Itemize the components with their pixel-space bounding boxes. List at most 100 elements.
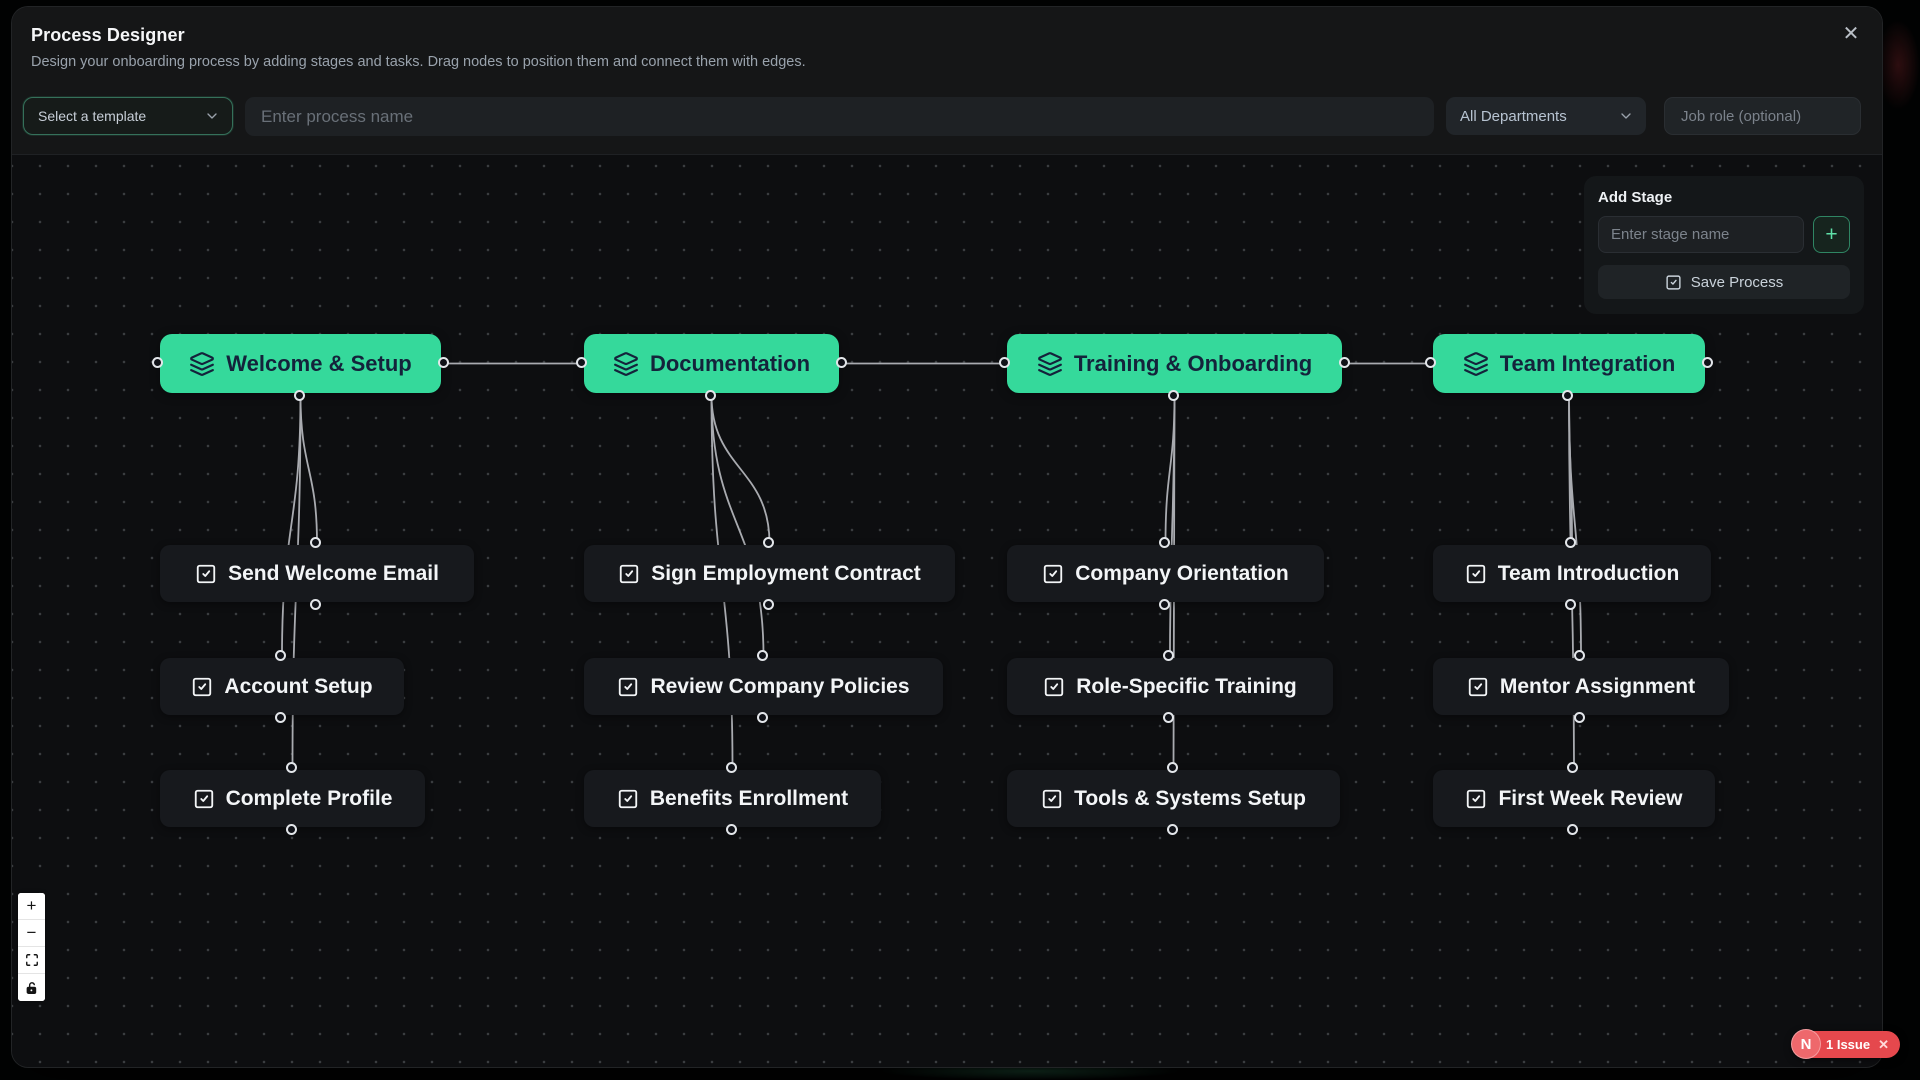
connection-handle[interactable] bbox=[763, 537, 774, 548]
connection-handle[interactable] bbox=[576, 357, 587, 368]
stage-name-input[interactable] bbox=[1598, 216, 1804, 253]
job-role-input[interactable] bbox=[1664, 97, 1861, 135]
flow-canvas[interactable]: Welcome & Setup Documentation Training & O… bbox=[12, 155, 1882, 1067]
connection-handle[interactable] bbox=[286, 824, 297, 835]
connection-handle[interactable] bbox=[1567, 762, 1578, 773]
add-stage-title: Add Stage bbox=[1598, 189, 1850, 206]
connection-handle[interactable] bbox=[1574, 712, 1585, 723]
fit-view-button[interactable] bbox=[18, 947, 45, 974]
add-stage-panel: Add Stage + Save Process bbox=[1584, 176, 1864, 314]
close-icon: ✕ bbox=[1843, 23, 1860, 45]
task-node[interactable]: Tools & Systems Setup bbox=[1007, 770, 1340, 827]
connection-handle[interactable] bbox=[275, 712, 286, 723]
department-select[interactable]: All Departments bbox=[1446, 97, 1646, 135]
connection-handle[interactable] bbox=[1163, 650, 1174, 661]
task-node[interactable]: Benefits Enrollment bbox=[584, 770, 881, 827]
connection-handle[interactable] bbox=[438, 357, 449, 368]
add-stage-button[interactable]: + bbox=[1813, 216, 1850, 253]
stage-node[interactable]: Welcome & Setup bbox=[160, 334, 441, 393]
minus-icon: − bbox=[27, 923, 37, 943]
nextjs-logo-icon: N bbox=[1791, 1029, 1821, 1059]
task-node-label: Benefits Enrollment bbox=[650, 787, 848, 811]
process-name-input[interactable] bbox=[245, 97, 1434, 136]
task-node[interactable]: Sign Employment Contract bbox=[584, 545, 955, 602]
connection-handle[interactable] bbox=[1562, 390, 1573, 401]
connection-handle[interactable] bbox=[275, 650, 286, 661]
check-square-icon bbox=[1665, 274, 1682, 291]
connection-handle[interactable] bbox=[152, 357, 163, 368]
task-node-label: Account Setup bbox=[224, 675, 372, 699]
task-node[interactable]: Send Welcome Email bbox=[160, 545, 474, 602]
task-node[interactable]: Mentor Assignment bbox=[1433, 658, 1729, 715]
connection-handle[interactable] bbox=[726, 824, 737, 835]
stage-node[interactable]: Team Integration bbox=[1433, 334, 1705, 393]
layers-icon bbox=[1037, 351, 1063, 377]
flow-edge bbox=[301, 395, 318, 543]
connection-handle[interactable] bbox=[1339, 357, 1350, 368]
zoom-in-button[interactable]: + bbox=[18, 893, 45, 920]
badge-close-icon[interactable]: ✕ bbox=[1878, 1037, 1889, 1053]
lock-button[interactable] bbox=[18, 974, 45, 1001]
unlock-icon bbox=[25, 981, 39, 995]
connection-handle[interactable] bbox=[726, 762, 737, 773]
connection-handle[interactable] bbox=[1159, 537, 1170, 548]
connection-handle[interactable] bbox=[1159, 599, 1170, 610]
page-subtitle: Design your onboarding process by adding… bbox=[31, 54, 806, 70]
zoom-out-button[interactable]: − bbox=[18, 920, 45, 947]
connection-handle[interactable] bbox=[310, 537, 321, 548]
connection-handle[interactable] bbox=[294, 390, 305, 401]
task-node-label: Mentor Assignment bbox=[1500, 675, 1695, 699]
flow-edge bbox=[712, 395, 770, 543]
task-node[interactable]: Review Company Policies bbox=[584, 658, 943, 715]
check-square-icon bbox=[1041, 788, 1063, 810]
task-node[interactable]: Role-Specific Training bbox=[1007, 658, 1333, 715]
page-title: Process Designer bbox=[31, 25, 185, 46]
plus-icon: + bbox=[27, 896, 37, 916]
connection-handle[interactable] bbox=[1567, 824, 1578, 835]
task-node-label: Role-Specific Training bbox=[1076, 675, 1297, 699]
stage-node[interactable]: Documentation bbox=[584, 334, 839, 393]
connection-handle[interactable] bbox=[757, 712, 768, 723]
task-node[interactable]: Company Orientation bbox=[1007, 545, 1324, 602]
save-process-label: Save Process bbox=[1691, 274, 1784, 291]
task-node-label: Review Company Policies bbox=[650, 675, 909, 699]
dev-issues-label: 1 Issue bbox=[1826, 1037, 1870, 1052]
connection-handle[interactable] bbox=[705, 390, 716, 401]
connection-handle[interactable] bbox=[757, 650, 768, 661]
connection-handle[interactable] bbox=[1167, 824, 1178, 835]
connection-handle[interactable] bbox=[1168, 390, 1179, 401]
connection-handle[interactable] bbox=[1163, 712, 1174, 723]
stage-node-label: Documentation bbox=[650, 351, 810, 377]
connection-handle[interactable] bbox=[1425, 357, 1436, 368]
task-node[interactable]: First Week Review bbox=[1433, 770, 1715, 827]
save-process-button[interactable]: Save Process bbox=[1598, 265, 1850, 299]
stage-node[interactable]: Training & Onboarding bbox=[1007, 334, 1342, 393]
task-node[interactable]: Team Introduction bbox=[1433, 545, 1711, 602]
check-square-icon bbox=[617, 788, 639, 810]
connection-handle[interactable] bbox=[1167, 762, 1178, 773]
check-square-icon bbox=[1467, 676, 1489, 698]
check-square-icon bbox=[617, 676, 639, 698]
connection-handle[interactable] bbox=[999, 357, 1010, 368]
connection-handle[interactable] bbox=[1702, 357, 1713, 368]
connection-handle[interactable] bbox=[1565, 537, 1576, 548]
connection-handle[interactable] bbox=[836, 357, 847, 368]
stage-node-label: Training & Onboarding bbox=[1074, 351, 1312, 377]
connection-handle[interactable] bbox=[1574, 650, 1585, 661]
task-node[interactable]: Complete Profile bbox=[160, 770, 425, 827]
toolbar: Select a template All Departments bbox=[12, 97, 1882, 137]
connection-handle[interactable] bbox=[286, 762, 297, 773]
stage-node-label: Welcome & Setup bbox=[226, 351, 411, 377]
process-designer-modal: Process Designer Design your onboarding … bbox=[12, 7, 1882, 1067]
dev-issues-badge[interactable]: N 1 Issue ✕ bbox=[1792, 1031, 1900, 1058]
connection-handle[interactable] bbox=[1565, 599, 1576, 610]
task-node-label: Sign Employment Contract bbox=[651, 562, 921, 586]
task-node-label: Complete Profile bbox=[226, 787, 393, 811]
layers-icon bbox=[613, 351, 639, 377]
task-node[interactable]: Account Setup bbox=[160, 658, 404, 715]
close-button[interactable]: ✕ bbox=[1836, 19, 1866, 49]
template-select[interactable]: Select a template bbox=[23, 97, 233, 135]
chevron-down-icon bbox=[1618, 108, 1634, 124]
connection-handle[interactable] bbox=[763, 599, 774, 610]
connection-handle[interactable] bbox=[310, 599, 321, 610]
